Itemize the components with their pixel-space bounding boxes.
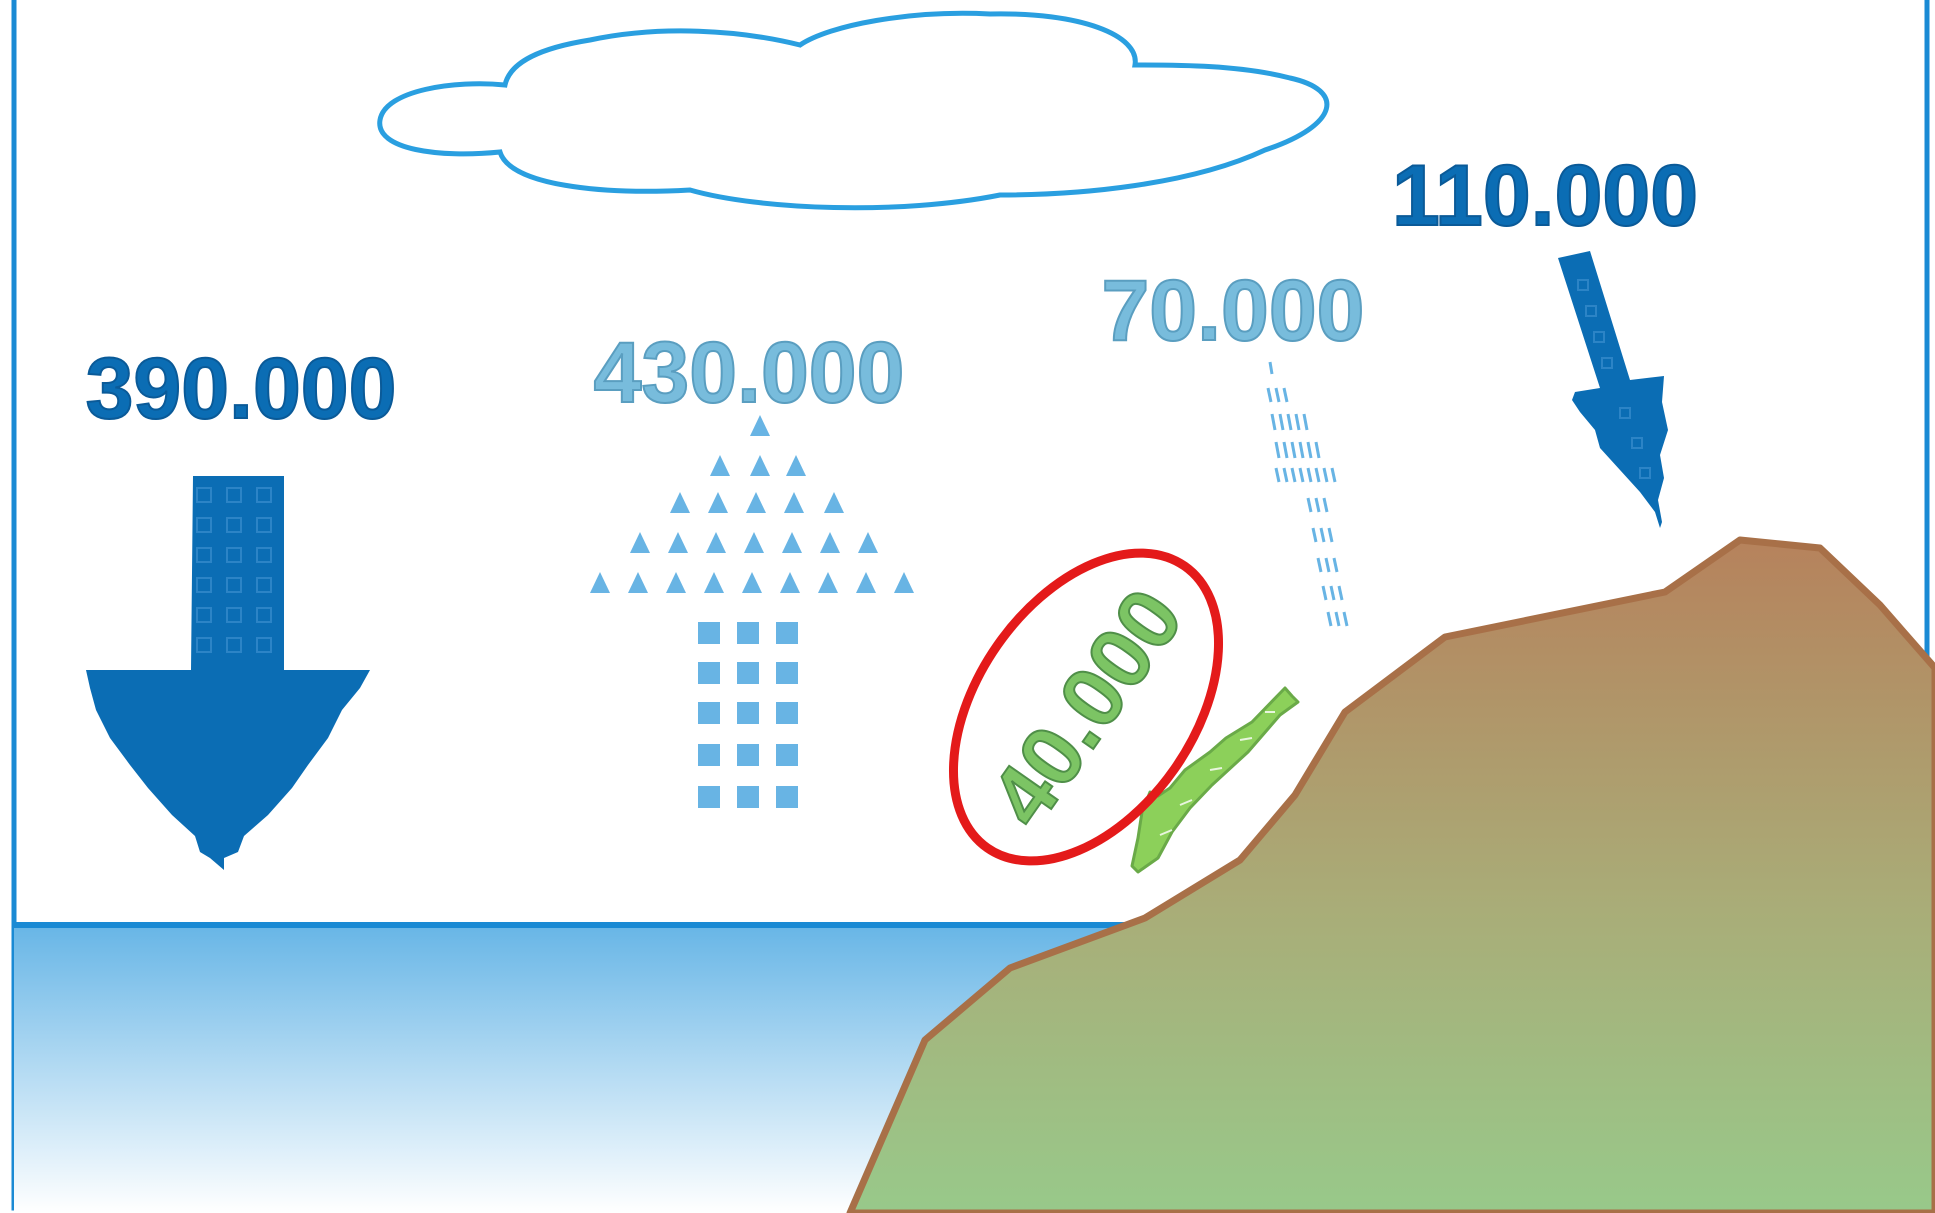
ocean-evaporation-value: 430.000 xyxy=(594,325,905,421)
ocean-precipitation-value: 390.000 xyxy=(86,341,397,437)
evaporation-arrow-icon xyxy=(590,415,914,808)
land-evaporation-value: 70.000 xyxy=(1101,263,1364,359)
runoff-arrow-icon xyxy=(1130,686,1300,874)
land-evaporation-arrow-icon xyxy=(1266,361,1349,627)
land-precipitation-value: 110.000 xyxy=(1392,148,1698,244)
land-precipitation-arrow-icon xyxy=(1558,251,1668,528)
runoff-highlight-circle xyxy=(948,548,1224,866)
cloud-icon xyxy=(377,10,1330,211)
land-mountain xyxy=(846,536,1935,1213)
precipitation-arrow-icon xyxy=(86,476,370,870)
